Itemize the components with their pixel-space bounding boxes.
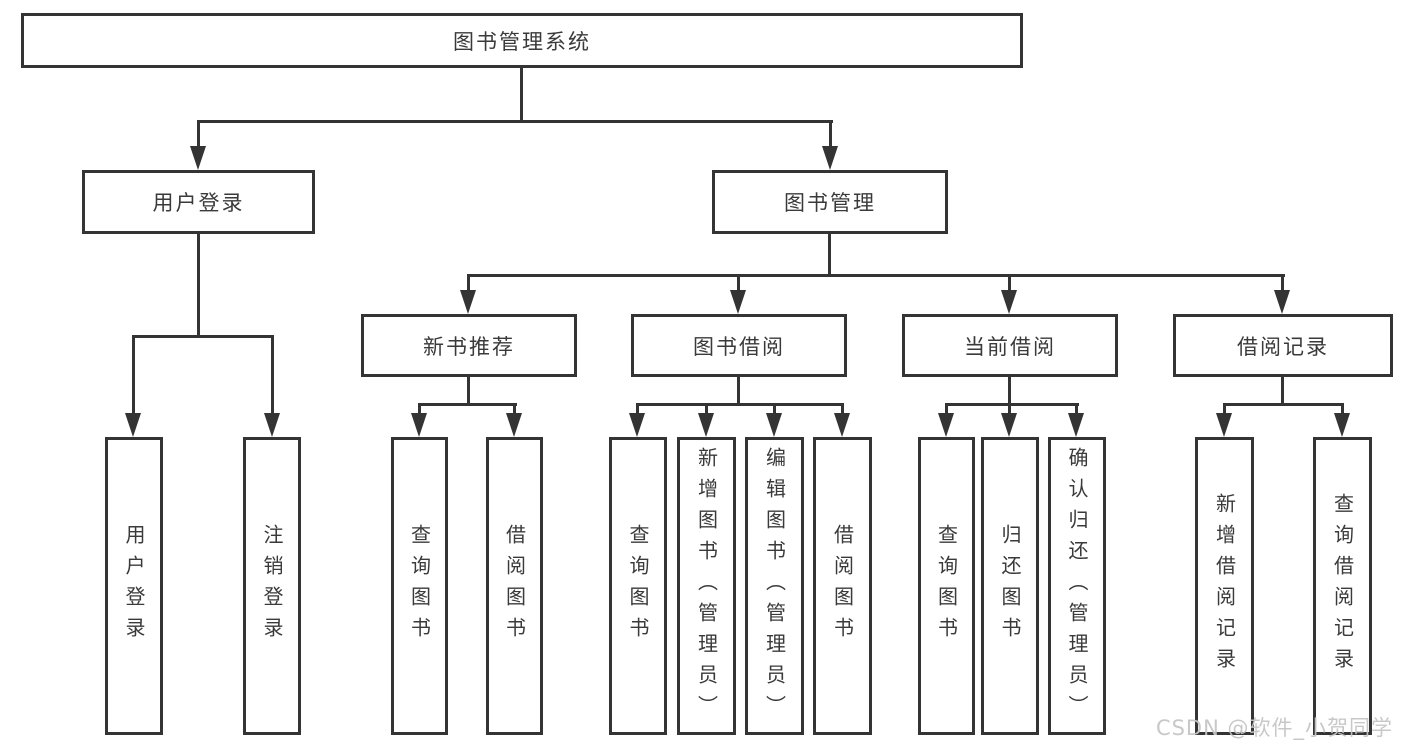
csdn-watermark: CSDN @软件_小贺同学: [1155, 716, 1393, 740]
leaf-query-borrow-record: 查询借阅记录: [1313, 437, 1372, 735]
node-book-management: 图书管理: [712, 170, 948, 234]
connector-line: [841, 403, 844, 413]
connector-line: [467, 274, 470, 292]
leaf-logout-label: 注销登录: [260, 524, 284, 648]
arrow-down-icon: [506, 413, 522, 437]
node-borrow-records-label: 借阅记录: [1237, 334, 1329, 359]
connector-line: [705, 403, 708, 413]
connector-line: [197, 120, 833, 123]
node-new-book-recommend: 新书推荐: [361, 314, 577, 377]
leaf-borrow-books-label: 借阅图书: [830, 524, 855, 648]
connector-line: [467, 377, 470, 403]
arrow-down-icon: [730, 290, 746, 314]
connector-line: [1008, 274, 1011, 292]
connector-line: [773, 403, 776, 413]
arrow-down-icon: [1216, 413, 1232, 437]
arrow-down-icon: [766, 413, 782, 437]
arrow-down-icon: [698, 413, 714, 437]
connector-line: [945, 403, 1079, 406]
arrow-down-icon: [1001, 413, 1017, 437]
node-current-borrow-label: 当前借阅: [964, 334, 1056, 359]
arrow-down-icon: [1274, 290, 1290, 314]
connector-line: [829, 120, 832, 148]
connector-line: [197, 234, 200, 335]
connector-line: [418, 403, 517, 406]
leaf-query-books-current-label: 查询图书: [934, 524, 959, 648]
leaf-confirm-return-admin-label: 确认归还（管理员）: [1065, 446, 1089, 726]
node-book-management-label: 图书管理: [784, 191, 876, 215]
connector-line: [828, 234, 831, 274]
connector-line: [520, 68, 523, 120]
connector-line: [1223, 403, 1344, 406]
connector-line: [1341, 403, 1344, 413]
leaf-add-borrow-record: 新增借阅记录: [1195, 437, 1254, 735]
connector-line: [737, 377, 740, 403]
arrow-down-icon: [460, 290, 476, 314]
leaf-logout: 注销登录: [243, 437, 301, 735]
leaf-query-books-borrow: 查询图书: [609, 437, 667, 735]
leaf-query-books-recommend: 查询图书: [391, 437, 448, 735]
connector-line: [636, 403, 844, 406]
leaf-add-borrow-record-label: 新增借阅记录: [1212, 493, 1237, 679]
node-book-borrow: 图书借阅: [631, 314, 847, 377]
connector-line: [1281, 377, 1284, 403]
arrow-down-icon: [264, 413, 280, 437]
connector-line: [945, 403, 948, 413]
connector-line: [513, 403, 516, 413]
node-user-login: 用户登录: [82, 170, 315, 234]
leaf-query-books-borrow-label: 查询图书: [626, 524, 650, 648]
leaf-borrow-books-recommend-label: 借阅图书: [502, 524, 527, 648]
arrow-down-icon: [629, 413, 645, 437]
connector-line: [737, 274, 740, 292]
leaf-query-borrow-record-label: 查询借阅记录: [1330, 493, 1355, 679]
connector-line: [1281, 274, 1284, 292]
connector-line: [1075, 403, 1078, 413]
node-root: 图书管理系统: [21, 13, 1023, 68]
node-user-login-label: 用户登录: [152, 191, 245, 215]
leaf-borrow-books: 借阅图书: [813, 437, 872, 735]
arrow-down-icon: [1001, 290, 1017, 314]
leaf-add-books-admin: 新增图书（管理员）: [677, 437, 736, 735]
arrow-down-icon: [834, 413, 850, 437]
connector-line: [132, 335, 274, 338]
connector-line: [1008, 403, 1011, 413]
connector-line: [467, 274, 1285, 277]
connector-line: [197, 120, 200, 148]
node-book-borrow-label: 图书借阅: [693, 334, 785, 359]
connector-line: [1008, 377, 1011, 403]
leaf-query-books-recommend-label: 查询图书: [407, 524, 432, 648]
leaf-edit-books-admin-label: 编辑图书（管理员）: [762, 446, 787, 726]
arrow-down-icon: [190, 146, 206, 170]
node-borrow-records: 借阅记录: [1173, 314, 1393, 377]
connector-line: [418, 403, 421, 413]
arrow-down-icon: [1068, 413, 1084, 437]
connector-line: [132, 335, 135, 415]
leaf-borrow-books-recommend: 借阅图书: [486, 437, 543, 735]
connector-line: [1223, 403, 1226, 413]
leaf-edit-books-admin: 编辑图书（管理员）: [745, 437, 804, 735]
node-root-label: 图书管理系统: [453, 29, 591, 54]
connector-line: [636, 403, 639, 413]
leaf-return-books-label: 归还图书: [998, 524, 1022, 648]
arrow-down-icon: [411, 413, 427, 437]
leaf-confirm-return-admin: 确认归还（管理员）: [1048, 437, 1106, 735]
leaf-add-books-admin-label: 新增图书（管理员）: [694, 446, 719, 726]
leaf-user-login-label: 用户登录: [122, 524, 146, 648]
node-current-borrow: 当前借阅: [902, 314, 1118, 377]
leaf-user-login: 用户登录: [105, 437, 163, 735]
leaf-return-books: 归还图书: [981, 437, 1039, 735]
leaf-query-books-current: 查询图书: [918, 437, 975, 735]
arrow-down-icon: [938, 413, 954, 437]
arrow-down-icon: [1334, 413, 1350, 437]
arrow-down-icon: [125, 413, 141, 437]
connector-line: [271, 335, 274, 415]
arrow-down-icon: [822, 146, 838, 170]
node-new-book-recommend-label: 新书推荐: [423, 334, 515, 359]
